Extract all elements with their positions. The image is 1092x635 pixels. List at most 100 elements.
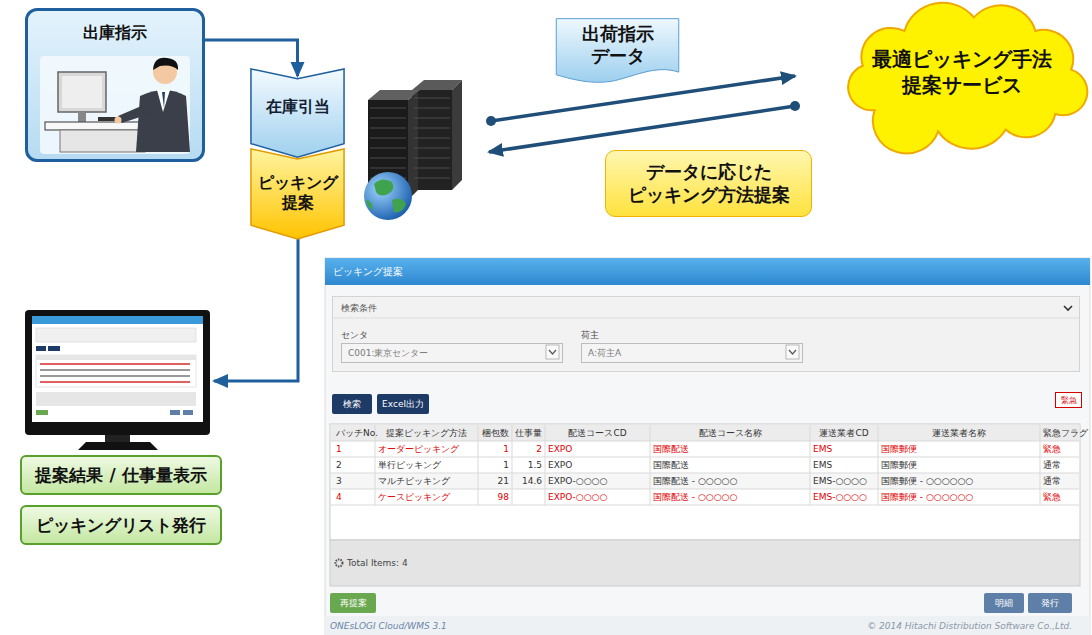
table-cell: 国際郵便 [881, 444, 917, 454]
cloud-service: 最適ピッキング手法 提案サービス [835, 2, 1088, 142]
node-text: 最適ピッキング手法 提案サービス [864, 46, 1060, 98]
screenshot-frame-part [325, 258, 1090, 635]
table-cell: 国際配送 [653, 444, 689, 454]
label-slot: 緊急 [1043, 442, 1077, 457]
label-slot: 国際配送 - ○○○○○ [653, 474, 807, 489]
screenshot-frame-part [330, 540, 1080, 586]
table-cell: 国際配送 [653, 460, 689, 470]
label-slot: 1.5 [515, 458, 542, 473]
field-label: センタ [341, 330, 368, 340]
label-slot: 14.6 [515, 474, 542, 489]
server-icon-part-part [370, 108, 406, 109]
button: Excel出力 [377, 394, 429, 414]
monitor-icon-part [40, 363, 190, 365]
label-slot: EMS [813, 442, 875, 457]
flow-to-monitor [214, 238, 298, 381]
table-cell: Total Items: 4 [347, 558, 408, 568]
table-cell: 1.5 [528, 460, 542, 470]
screenshot-frame-part-part [1040, 425, 1041, 505]
result-box: 提案結果 / 仕事量表示 [20, 455, 222, 495]
monitor-icon-part [36, 355, 196, 360]
server-icon-part-part [370, 118, 406, 119]
operator-illustration-part [118, 104, 152, 123]
table-cell: EXPO-○○○○ [548, 476, 607, 486]
monitor-icon-part [36, 355, 196, 387]
table-cell: EXPO-○○○○ [548, 492, 607, 502]
label-slot: ONEsLOGI Cloud/WMS 3.1 [330, 619, 530, 634]
screenshot-frame [325, 258, 1090, 635]
table-cell: 緊急 [1043, 492, 1061, 502]
service-connectors [486, 76, 800, 152]
screenshot-frame-part [332, 296, 1080, 372]
label-slot: 通常 [1043, 474, 1077, 489]
monitor-icon-part [105, 435, 130, 443]
screenshot-frame-part [546, 345, 559, 359]
table-cell: 2 [336, 460, 342, 470]
monitor-icon-part [32, 316, 203, 422]
node-text: 発行 [1038, 597, 1062, 610]
monitor-icon-part [40, 369, 190, 371]
node-text: 出庫指示 [83, 23, 147, 44]
operator-illustration-part [60, 130, 145, 152]
operator-illustration [27, 10, 203, 160]
screenshot-frame-part-part [331, 473, 1079, 474]
label-slot: 国際郵便 [881, 442, 1037, 457]
server-icon-part-part [414, 158, 450, 159]
label-slot: EXPO [548, 458, 647, 473]
screenshot-frame-part-part [878, 425, 879, 505]
table-cell: 1 [503, 444, 509, 454]
label-slot: © 2014 Hitachi Distribution Software Co.… [840, 619, 1072, 634]
table-cell: ONEsLOGI Cloud/WMS 3.1 [330, 621, 447, 631]
node-text: ピッキングリスト発行 [32, 514, 210, 537]
label-slot: 配送コース名称 [653, 426, 807, 441]
server-icon-part-part [414, 118, 450, 119]
table-header: 運送業者CD [819, 428, 868, 438]
globe-icon-part [364, 172, 412, 220]
label-slot: オーダーピッキング [378, 442, 475, 457]
label-slot: マルチピッキング [378, 474, 475, 489]
server-icon-part-part [414, 138, 450, 139]
screenshot-frame-part [331, 425, 1079, 441]
monitor-icon-part [40, 381, 190, 383]
label-slot: 1 [481, 458, 509, 473]
server-icon-part-part [370, 168, 406, 169]
label-slot: 1 [336, 442, 372, 457]
button: 検索 [332, 394, 372, 414]
node-text: 出荷指示 データ [576, 23, 660, 66]
flow-to-monitor-part [214, 238, 298, 381]
node-text: 再提案 [337, 597, 370, 610]
table-cell: 14.6 [522, 476, 542, 486]
label-slot: 単行ピッキング [378, 458, 475, 473]
table-cell: 国際配送 - ○○○○○ [653, 476, 737, 486]
screenshot-frame-part [789, 350, 796, 354]
label-slot: 2 [515, 442, 542, 457]
table-header: バッチNo. [336, 428, 378, 438]
monitor-icon [25, 310, 210, 450]
screenshot-frame-part [330, 424, 1080, 540]
process-chevron: 在庫引当 [250, 68, 345, 158]
operator-illustration-part [136, 90, 190, 152]
monitor-icon-part [36, 328, 196, 342]
operator-illustration-part [157, 90, 170, 112]
table-cell: 国際郵便 - ○○○○○○ [881, 492, 973, 502]
label-slot: 21 [481, 474, 509, 489]
monitor-icon-part [78, 442, 158, 450]
label-slot: 運送業者名称 [881, 426, 1037, 441]
table-cell: 4 [336, 492, 342, 502]
label-slot: EMS-○○○○ [813, 474, 875, 489]
table-header: 運送業者名称 [932, 428, 986, 438]
operator-illustration-part [115, 117, 122, 124]
label-slot: 国際郵便 [881, 458, 1037, 473]
table-header: 提案ピッキング方法 [386, 428, 467, 438]
process-chevron: ピッキング 提案 [250, 148, 345, 240]
node-text: 緊急 [1059, 395, 1079, 406]
table-cell: 3 [336, 476, 342, 486]
globe-icon-part [366, 200, 373, 210]
button: 再提案 [330, 593, 376, 613]
result-box: ピッキングリスト発行 [20, 505, 222, 545]
table-header: 梱包数 [482, 428, 509, 438]
node-text: データに応じた ピッキング方法提案 [619, 161, 799, 206]
server-icon-part-part [414, 168, 450, 169]
screenshot-frame-part-part [331, 457, 1079, 458]
